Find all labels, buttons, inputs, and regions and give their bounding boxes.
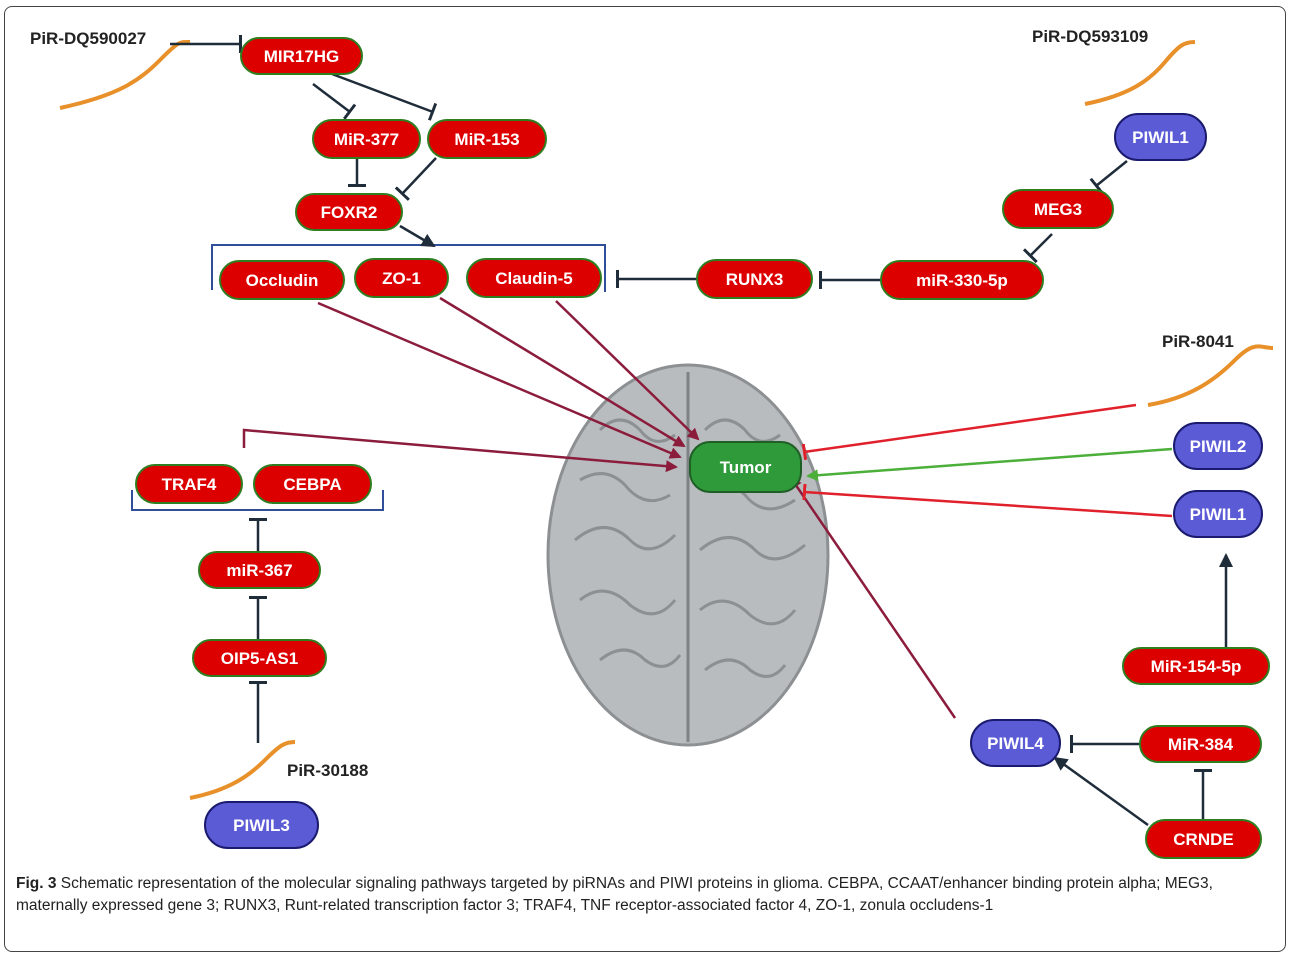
node-runx3[interactable]: RUNX3 [696, 259, 813, 299]
node-foxr2-label: FOXR2 [321, 203, 378, 222]
node-mir17hg[interactable]: MIR17HG [240, 37, 363, 75]
node-mir377-label: MiR-377 [334, 130, 399, 149]
node-mir153[interactable]: MiR-153 [427, 119, 547, 159]
pirna-strand-8041 [1147, 344, 1274, 407]
brain-illustration [546, 363, 830, 747]
tumor-edges [242, 296, 1173, 719]
node-claudin5-label: Claudin-5 [495, 269, 572, 288]
bracket-traf4-cebpa [131, 490, 384, 511]
pirna-strand-dq593109 [1084, 40, 1196, 106]
caption-text: Schematic representation of the molecula… [16, 875, 1213, 914]
label-pir-8041: PiR-8041 [1162, 332, 1234, 351]
node-piwil4[interactable]: PIWIL4 [970, 719, 1061, 767]
node-zo1-label: ZO-1 [382, 269, 421, 288]
figure-frame [4, 6, 1286, 952]
node-piwil1-top-label: PIWIL1 [1132, 128, 1189, 147]
node-piwil3-label: PIWIL3 [233, 816, 290, 835]
node-piwil2-label: PIWIL2 [1190, 437, 1247, 456]
caption-fig-label: Fig. 3 [16, 875, 57, 892]
node-tumor-label: Tumor [720, 458, 772, 477]
node-zo1[interactable]: ZO-1 [354, 258, 449, 298]
node-piwil1-right[interactable]: PIWIL1 [1173, 490, 1263, 538]
node-mir330[interactable]: miR-330-5p [880, 260, 1044, 300]
pirna-strand-dq590027 [59, 39, 191, 110]
node-tumor[interactable]: Tumor [689, 441, 802, 493]
node-piwil2[interactable]: PIWIL2 [1173, 422, 1263, 470]
pirna-strand-30188 [189, 740, 296, 800]
node-mir153-label: MiR-153 [454, 130, 519, 149]
node-claudin5[interactable]: Claudin-5 [466, 258, 602, 298]
node-cebpa[interactable]: CEBPA [253, 464, 372, 504]
node-meg3[interactable]: MEG3 [1002, 189, 1114, 229]
node-mir384-label: MiR-384 [1168, 735, 1234, 754]
node-meg3-label: MEG3 [1034, 200, 1082, 219]
node-traf4-label: TRAF4 [162, 475, 217, 494]
node-mir377[interactable]: MiR-377 [312, 119, 421, 159]
node-occludin[interactable]: Occludin [219, 260, 345, 300]
node-mir154[interactable]: MiR-154-5p [1122, 647, 1270, 685]
node-piwil3[interactable]: PIWIL3 [204, 801, 319, 849]
bracket-junction-proteins [211, 244, 606, 292]
node-oip5-as1[interactable]: OIP5-AS1 [192, 639, 327, 677]
node-mir367[interactable]: miR-367 [198, 551, 321, 589]
figure-caption: Fig. 3 Schematic representation of the m… [16, 873, 1266, 917]
node-cebpa-label: CEBPA [283, 475, 341, 494]
pathway-diagram: PiR-DQ590027 PiR-DQ593109 PiR-8041 PiR-3… [30, 27, 1274, 859]
label-pir-dq593109: PiR-DQ593109 [1032, 27, 1148, 46]
label-pir-30188: PiR-30188 [287, 761, 368, 780]
node-foxr2[interactable]: FOXR2 [295, 193, 403, 231]
node-piwil4-label: PIWIL4 [987, 734, 1044, 753]
node-mir384[interactable]: MiR-384 [1139, 725, 1262, 763]
node-oip5-as1-label: OIP5-AS1 [221, 649, 298, 668]
node-runx3-label: RUNX3 [726, 270, 784, 289]
label-pir-dq590027: PiR-DQ590027 [30, 29, 146, 48]
node-piwil1-right-label: PIWIL1 [1190, 505, 1247, 524]
node-crnde[interactable]: CRNDE [1145, 819, 1262, 859]
node-mir330-label: miR-330-5p [916, 271, 1008, 290]
node-mir154-label: MiR-154-5p [1151, 657, 1242, 676]
node-mir17hg-label: MIR17HG [264, 47, 340, 66]
node-occludin-label: Occludin [246, 271, 319, 290]
pathway-edges [170, 35, 1233, 827]
node-piwil1-top[interactable]: PIWIL1 [1114, 113, 1207, 161]
node-mir367-label: miR-367 [226, 561, 292, 580]
node-traf4[interactable]: TRAF4 [135, 464, 243, 504]
node-crnde-label: CRNDE [1173, 830, 1233, 849]
